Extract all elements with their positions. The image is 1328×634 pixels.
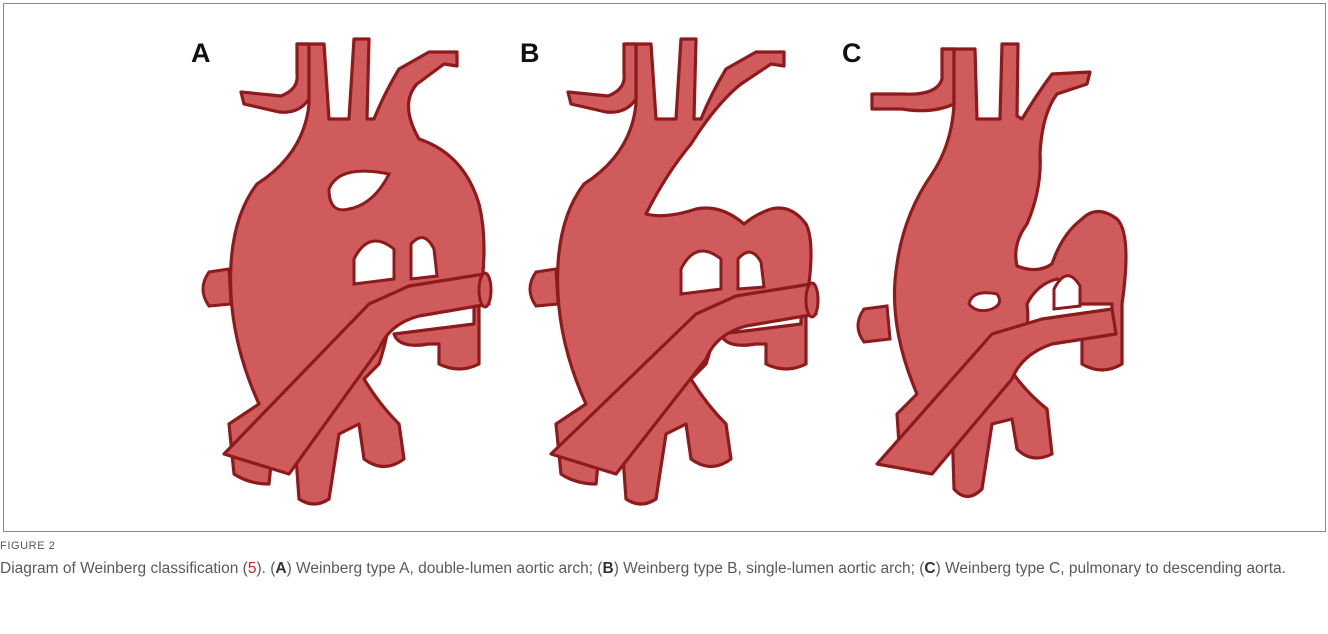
caption-a: A xyxy=(275,560,286,577)
panel-a: A xyxy=(189,4,519,524)
caption-c: C xyxy=(924,560,935,577)
caption-after-ref: ). ( xyxy=(256,560,275,577)
diagram-type-a xyxy=(189,4,519,524)
diagram-type-c xyxy=(842,4,1172,524)
diagram-type-b xyxy=(516,4,846,524)
figure-label: FIGURE 2 xyxy=(0,540,1328,552)
caption-b: B xyxy=(602,560,613,577)
caption-a-text: ) Weinberg type A, double-lumen aortic a… xyxy=(287,560,603,577)
figure-frame: A B C xyxy=(3,3,1326,532)
caption-intro: Diagram of Weinberg classification ( xyxy=(0,560,248,577)
panel-c: C xyxy=(842,4,1172,524)
caption-b-text: ) Weinberg type B, single-lumen aortic a… xyxy=(614,560,925,577)
caption-c-text: ) Weinberg type C, pulmonary to descendi… xyxy=(936,560,1286,577)
figure-caption: FIGURE 2 Diagram of Weinberg classificat… xyxy=(0,540,1328,579)
panel-b: B xyxy=(516,4,846,524)
caption-text: Diagram of Weinberg classification (5). … xyxy=(0,558,1320,579)
